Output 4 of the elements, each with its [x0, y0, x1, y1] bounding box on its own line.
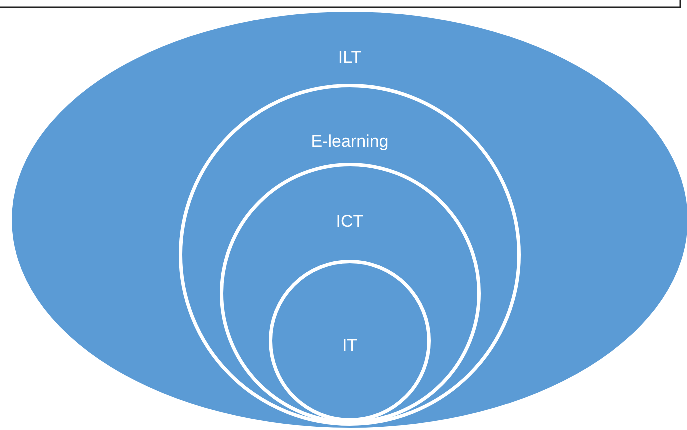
- node-label: E-learning: [311, 132, 389, 152]
- node-label: ILT: [338, 48, 362, 68]
- node-label: IT: [342, 336, 358, 356]
- node-label: ICT: [336, 212, 364, 232]
